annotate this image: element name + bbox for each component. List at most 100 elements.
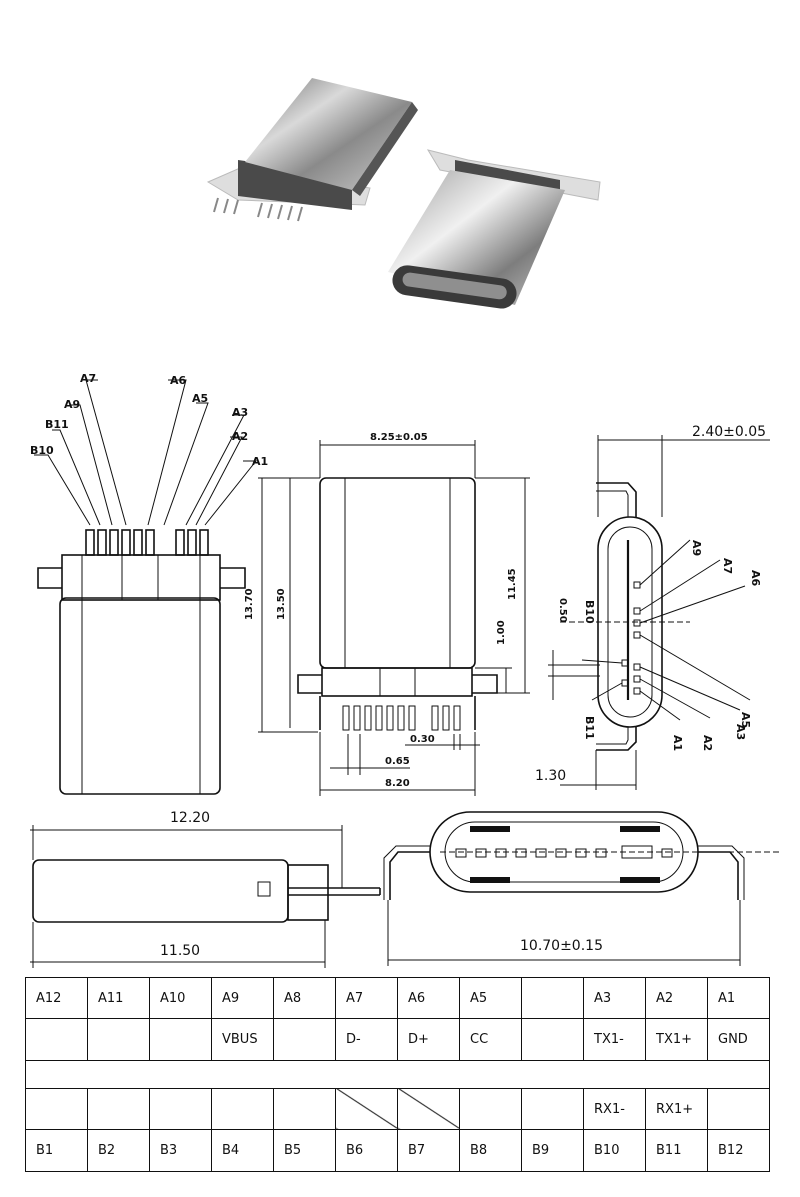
row-b-signals: RX1- RX1+ bbox=[25, 1087, 770, 1131]
cell-b9: B9 bbox=[521, 1129, 584, 1172]
signal-b1 bbox=[25, 1087, 88, 1131]
overall-length-dim: 12.20 bbox=[170, 810, 210, 826]
signal-b8 bbox=[459, 1087, 522, 1131]
connector-photo-front bbox=[388, 149, 601, 309]
cell-b12: B12 bbox=[707, 1129, 770, 1172]
cell-a2: A2 bbox=[645, 976, 708, 1020]
signal-b11: RX1+ bbox=[645, 1087, 708, 1131]
front-pin-label-a7: A7 bbox=[80, 372, 96, 385]
cell-a12: A12 bbox=[25, 976, 88, 1020]
side-pin-label-b11: B11 bbox=[583, 716, 596, 740]
top-pad-height-dim: 1.00 bbox=[496, 620, 507, 645]
technical-drawings: A7 A6 A9 A5 B11 A3 A2 B10 A1 8.25±0.05 bbox=[30, 372, 780, 968]
signal-a12 bbox=[25, 1018, 88, 1061]
signal-b6-crossed bbox=[335, 1087, 398, 1131]
side-thickness-dim: 2.40±0.05 bbox=[692, 424, 766, 440]
side-pin-label-a5: A5 bbox=[739, 712, 752, 728]
cell-b1: B1 bbox=[25, 1129, 88, 1172]
signal-b7-crossed bbox=[397, 1087, 460, 1131]
signal-a9: VBUS bbox=[211, 1018, 274, 1061]
top-view-shell bbox=[319, 477, 476, 669]
spacer-cell bbox=[25, 1059, 770, 1089]
cell-b7: B7 bbox=[397, 1129, 460, 1172]
front-pin-label-b10: B10 bbox=[30, 444, 54, 457]
side-offset-dim: 1.30 bbox=[535, 768, 566, 784]
length-view: 12.20 11.50 bbox=[30, 810, 381, 968]
front-view-body bbox=[59, 597, 221, 795]
signal-b12 bbox=[707, 1087, 770, 1131]
top-span-bottom-dim: 8.20 bbox=[385, 778, 410, 789]
row-b-pins: B1 B2 B3 B4 B5 B6 B7 B8 B9 B10 B11 B12 bbox=[25, 1129, 770, 1172]
front-pin-label-a3: A3 bbox=[232, 406, 248, 419]
signal-a2: TX1+ bbox=[645, 1018, 708, 1061]
top-pitch-small-dim: 0.30 bbox=[410, 734, 435, 745]
side-pin-label-a1: A1 bbox=[671, 735, 684, 751]
front-pin-label-b11: B11 bbox=[45, 418, 69, 431]
cell-a10: A10 bbox=[149, 976, 212, 1020]
top-height-inner-dim: 13.50 bbox=[276, 588, 287, 620]
top-pitch-mid-dim: 0.65 bbox=[385, 756, 410, 767]
signal-b2 bbox=[87, 1087, 150, 1131]
pin-assignment-table: A12 A11 A10 A9 A8 A7 A6 A5 A3 A2 A1 VBUS… bbox=[25, 976, 770, 1172]
signal-b5 bbox=[273, 1087, 336, 1131]
cell-b11: B11 bbox=[645, 1129, 708, 1172]
front-pin-label-a1: A1 bbox=[252, 455, 268, 468]
cell-b8: B8 bbox=[459, 1129, 522, 1172]
side-pin-label-a3: A3 bbox=[734, 724, 747, 740]
side-pin-label-a7: A7 bbox=[721, 558, 734, 574]
cell-a11: A11 bbox=[87, 976, 150, 1020]
end-width-dim: 10.70±0.15 bbox=[520, 938, 603, 954]
cell-a6: A6 bbox=[397, 976, 460, 1020]
cell-b2: B2 bbox=[87, 1129, 150, 1172]
side-pin-label-a9: A9 bbox=[690, 540, 703, 556]
signal-a10 bbox=[149, 1018, 212, 1061]
row-a-signals: VBUS D- D+ CC TX1- TX1+ GND bbox=[25, 1018, 770, 1061]
signal-b3 bbox=[149, 1087, 212, 1131]
front-pin-label-a9: A9 bbox=[64, 398, 80, 411]
cell-b4: B4 bbox=[211, 1129, 274, 1172]
cell-a1: A1 bbox=[707, 976, 770, 1020]
cell-a8: A8 bbox=[273, 976, 336, 1020]
cell-a3: A3 bbox=[583, 976, 646, 1020]
row-spacer bbox=[25, 1059, 770, 1089]
top-height-right-dim: 11.45 bbox=[507, 568, 518, 600]
front-pin-label-a5: A5 bbox=[192, 392, 208, 405]
signal-a1: GND bbox=[707, 1018, 770, 1061]
cell-b10: B10 bbox=[583, 1129, 646, 1172]
top-height-outer-dim: 13.70 bbox=[244, 588, 255, 620]
signal-b9 bbox=[521, 1087, 584, 1131]
row-a-pins: A12 A11 A10 A9 A8 A7 A6 A5 A3 A2 A1 bbox=[25, 976, 770, 1020]
cell-b3: B3 bbox=[149, 1129, 212, 1172]
side-view: A9 A7 A6 B10 B11 A1 A2 A3 A5 2.40±0.05 0… bbox=[535, 424, 770, 790]
signal-a8 bbox=[273, 1018, 336, 1061]
front-pin-label-a6: A6 bbox=[170, 374, 187, 387]
front-view: A7 A6 A9 A5 B11 A3 A2 B10 A1 bbox=[30, 372, 268, 795]
cell-b6: B6 bbox=[335, 1129, 398, 1172]
cell-a9: A9 bbox=[211, 976, 274, 1020]
cell-a5: A5 bbox=[459, 976, 522, 1020]
cell-a7: A7 bbox=[335, 976, 398, 1020]
signal-b10: RX1- bbox=[583, 1087, 646, 1131]
cell-a4-empty bbox=[521, 976, 584, 1020]
connector-photo-back bbox=[206, 78, 418, 222]
top-width-dim: 8.25±0.05 bbox=[370, 432, 428, 443]
signal-a7: D- bbox=[335, 1018, 398, 1061]
signal-a11 bbox=[87, 1018, 150, 1061]
signal-b4 bbox=[211, 1087, 274, 1131]
top-view: 8.25±0.05 13.70 13.50 11.45 1.00 0.30 0.… bbox=[244, 432, 530, 796]
length-view-body bbox=[32, 859, 289, 923]
signal-a3: TX1- bbox=[583, 1018, 646, 1061]
signal-a6: D+ bbox=[397, 1018, 460, 1061]
side-pin-label-b10: B10 bbox=[583, 600, 596, 624]
product-photo bbox=[206, 78, 601, 309]
cell-b5: B5 bbox=[273, 1129, 336, 1172]
signal-a4 bbox=[521, 1018, 584, 1061]
end-view: 10.70±0.15 bbox=[383, 811, 780, 966]
front-view-housing bbox=[61, 554, 221, 601]
side-gap-dim: 0.50 bbox=[557, 598, 568, 623]
front-pin-label-a2: A2 bbox=[232, 430, 248, 443]
side-pin-label-a6: A6 bbox=[749, 570, 762, 587]
signal-a5: CC bbox=[459, 1018, 522, 1061]
body-length-dim: 11.50 bbox=[160, 943, 200, 959]
side-pin-label-a2: A2 bbox=[701, 735, 714, 751]
